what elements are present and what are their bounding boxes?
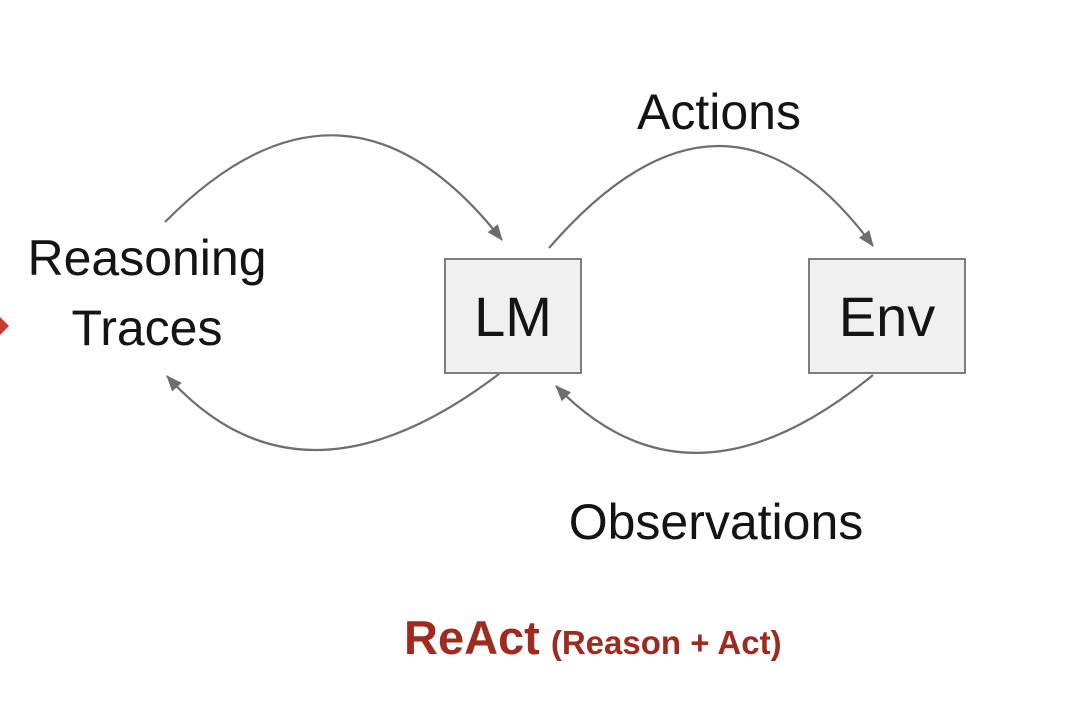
node-lm-box: LM xyxy=(444,258,582,374)
curved-arrow-icon-env-to-lm xyxy=(555,374,874,454)
diagram-title-main: ReAct xyxy=(404,611,540,664)
curved-arrow-icon-lm-to-env xyxy=(548,144,874,249)
red-arrowhead-icon xyxy=(0,317,9,335)
label-reasoning-traces: Reasoning Traces xyxy=(27,223,266,363)
diagram-title: ReAct (Reason + Act) xyxy=(404,610,782,665)
node-env-label: Env xyxy=(838,284,936,348)
label-reasoning-line1: Reasoning xyxy=(27,230,267,286)
curved-arrow-icon-reasoning-to-lm xyxy=(164,134,503,241)
node-lm-label: LM xyxy=(474,284,552,348)
label-actions: Actions xyxy=(637,84,801,140)
label-reasoning-line2: Traces xyxy=(71,300,223,356)
curved-arrow-icon-lm-to-traces xyxy=(166,373,500,451)
diagram-title-sub: (Reason + Act) xyxy=(550,624,782,661)
node-env-box: Env xyxy=(808,258,966,374)
label-observations: Observations xyxy=(568,494,864,550)
